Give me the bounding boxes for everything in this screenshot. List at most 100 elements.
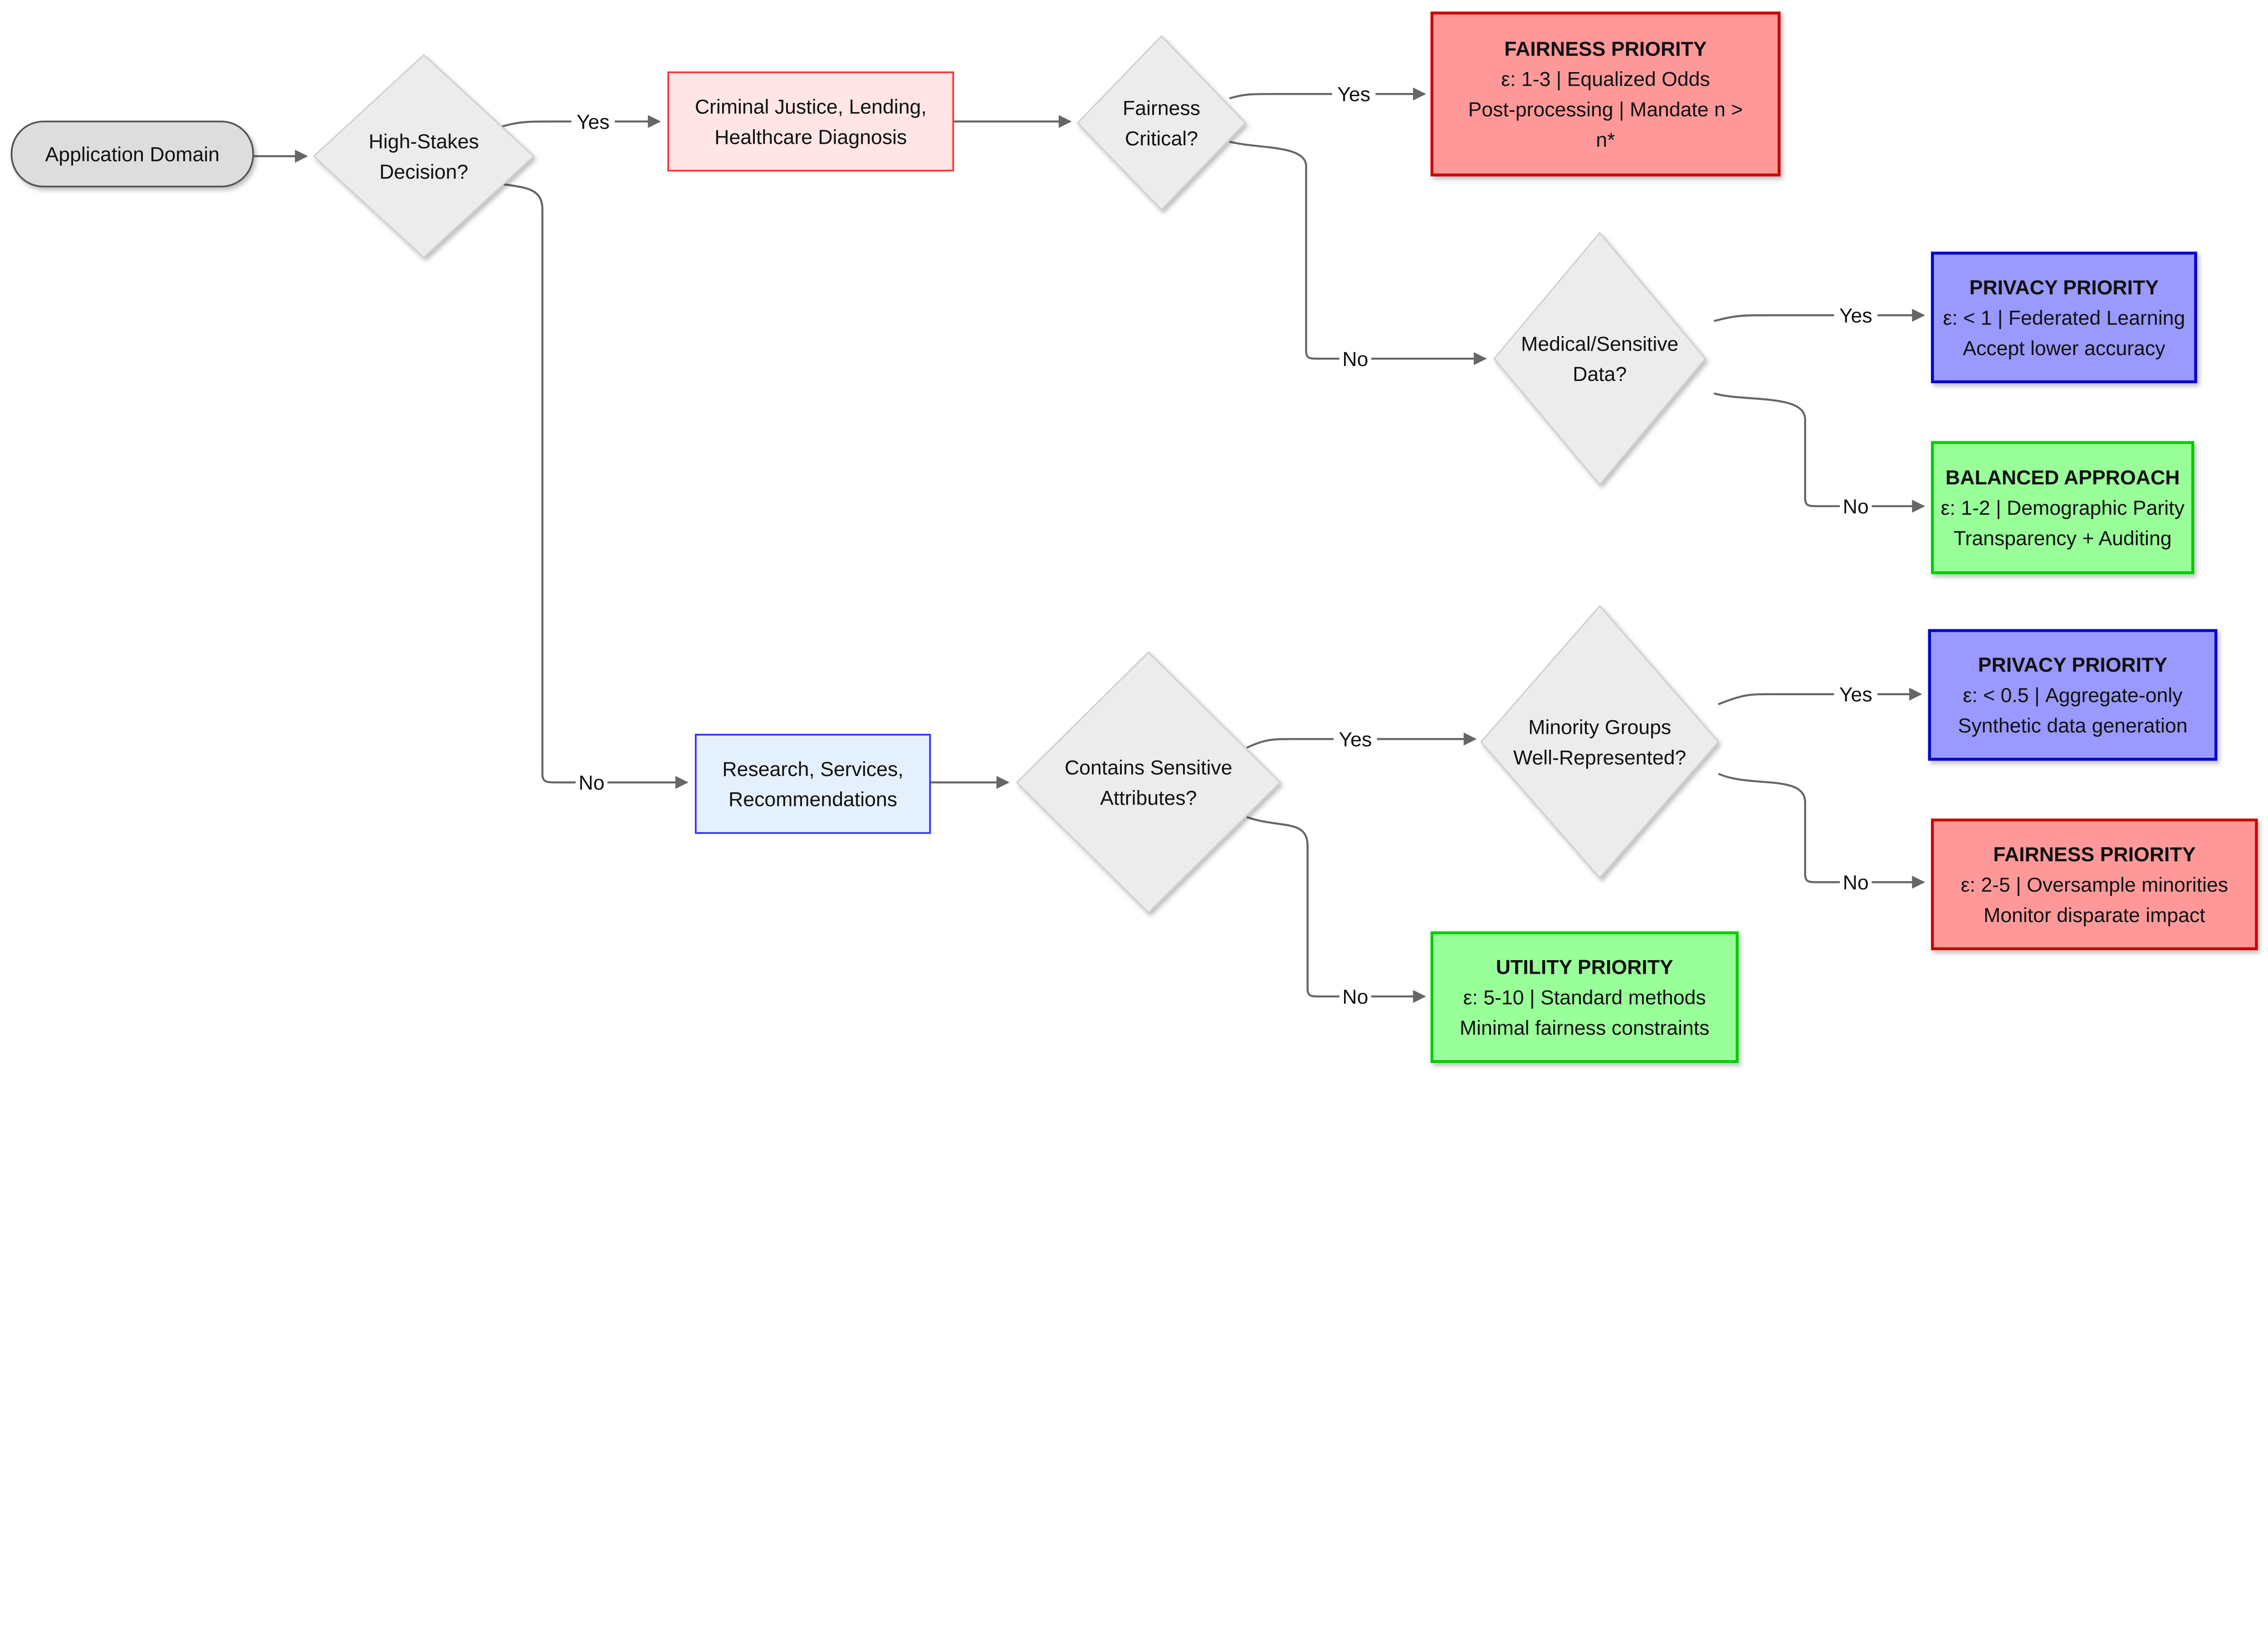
node-title: FAIRNESS PRIORITY — [1993, 844, 2196, 866]
node-title: BALANCED APPROACH — [1945, 467, 2180, 489]
outcome-box — [1430, 11, 1781, 177]
connector-arrow — [1718, 772, 1925, 889]
node-high-domains[interactable]: Criminal Justice, Lending, Healthcare Dia… — [667, 71, 954, 172]
edge-label-bg — [1834, 681, 1878, 708]
node-text: Minimal fairness constraints — [1460, 1017, 1710, 1040]
decision-diamond — [1480, 605, 1720, 879]
edge-label-bg — [576, 769, 608, 796]
edge-label: No — [579, 772, 605, 794]
edge-label: Yes — [1839, 305, 1872, 327]
node-text: Minority Groups — [1528, 716, 1671, 738]
node-text: n* — [1596, 129, 1615, 151]
node-text: ε: < 1 | Federated Learning — [1943, 307, 2185, 329]
connector-arrow — [1246, 816, 1426, 1003]
edge-fairness_critical-to-medical_sensitive: No — [1229, 141, 1487, 372]
node-text: Medical/Sensitive — [1521, 333, 1678, 355]
edge-label: Yes — [1839, 684, 1872, 706]
edge-medical_sensitive-to-privacy_priority_1: Yes — [1714, 302, 1925, 328]
outcome-box — [1430, 931, 1739, 1063]
edge-label-bg — [1339, 983, 1371, 1010]
connector-arrow — [1714, 308, 1925, 322]
edge-sensitive_attrs-to-utility_priority: No — [1246, 816, 1426, 1010]
decision-diamond — [313, 54, 535, 259]
edge-label-bg — [571, 108, 615, 135]
node-privacy-priority-2[interactable]: PRIVACY PRIORITY ε: < 0.5 | Aggregate-onl… — [1928, 629, 2218, 761]
node-utility-priority[interactable]: UTILITY PRIORITY ε: 5-10 | Standard metho… — [1430, 931, 1739, 1063]
decision-diamond — [1016, 651, 1281, 914]
connector-arrow — [1229, 141, 1487, 366]
node-text: Critical? — [1125, 127, 1198, 150]
node-text: ε: 1-2 | Demographic Parity — [1941, 497, 2185, 519]
node-text: Accept lower accuracy — [1963, 337, 2165, 360]
edge-label: Yes — [1339, 728, 1372, 751]
decision-diamond — [1076, 35, 1246, 211]
outcome-box — [1931, 251, 2197, 384]
edge-label: No — [1342, 348, 1368, 371]
node-privacy-priority-1[interactable]: PRIVACY PRIORITY ε: < 1 | Federated Learn… — [1931, 251, 2197, 384]
edge-label: Yes — [577, 111, 610, 133]
node-text: Synthetic data generation — [1958, 715, 2187, 737]
edge-minority_groups-to-privacy_priority_2: Yes — [1718, 681, 1922, 708]
connector-arrow — [1714, 392, 1925, 513]
node-balanced-approach[interactable]: BALANCED APPROACH ε: 1-2 | Demographic Pa… — [1931, 441, 2195, 574]
outcome-box — [1931, 818, 2258, 951]
node-text: Healthcare Diagnosis — [714, 126, 907, 148]
node-text: Data? — [1573, 363, 1627, 386]
connector-arrow — [1718, 688, 1922, 705]
node-title: UTILITY PRIORITY — [1496, 957, 1673, 979]
connector-arrow — [1229, 87, 1426, 101]
edge-medical_sensitive-to-balanced_approach: No — [1714, 392, 1925, 519]
process-box — [667, 71, 954, 172]
node-low-domains[interactable]: Research, Services,Recommendations — [694, 733, 931, 834]
outcome-box — [1931, 441, 2195, 574]
node-text: Recommendations — [728, 789, 897, 811]
node-text: Application Domain — [45, 144, 220, 166]
node-text: Criminal Justice, Lending, — [695, 96, 927, 118]
edge-label: Yes — [1337, 83, 1370, 106]
edge-label-bg — [1840, 869, 1872, 895]
node-text: Fairness — [1123, 98, 1200, 120]
node-fairness-priority-1[interactable]: FAIRNESS PRIORITY ε: 1-3 | Equalized Odds… — [1430, 11, 1781, 177]
node-text: ε: < 0.5 | Aggregate-only — [1963, 684, 2183, 707]
node-start[interactable]: Application Domain — [10, 120, 254, 188]
connector-arrow — [491, 181, 689, 789]
edge-label-bg — [1332, 81, 1376, 107]
edge-high_stakes-to-high_domains: Yes — [491, 108, 661, 135]
edge-label-bg — [1840, 493, 1872, 519]
node-text: ε: 5-10 | Standard methods — [1463, 987, 1706, 1009]
edge-sensitive_attrs-to-minority_groups: Yes — [1246, 726, 1477, 752]
node-title: PRIVACY PRIORITY — [1978, 654, 2168, 676]
edge-label-bg — [1334, 726, 1377, 752]
edge-high_stakes-to-low_domains: No — [491, 181, 689, 796]
node-text: ε: 2-5 | Oversample minorities — [1961, 874, 2228, 896]
terminal-box — [10, 120, 254, 188]
node-text: ε: 1-3 | Equalized Odds — [1501, 68, 1710, 91]
edge-minority_groups-to-fairness_priority_2: No — [1718, 772, 1925, 895]
node-text: Transparency + Auditing — [1954, 527, 2172, 550]
process-box — [694, 733, 931, 834]
decision-diamond — [1493, 231, 1706, 486]
edge-label: No — [1843, 872, 1869, 894]
node-fairness-priority-2[interactable]: FAIRNESS PRIORITY ε: 2-5 | Oversample min… — [1931, 818, 2258, 951]
node-title: FAIRNESS PRIORITY — [1504, 38, 1707, 60]
node-text: Attributes? — [1100, 787, 1197, 810]
node-title: PRIVACY PRIORITY — [1970, 277, 2159, 299]
edge-label: No — [1342, 986, 1368, 1008]
node-text: Well-Represented? — [1513, 747, 1686, 769]
edge-label-bg — [1834, 302, 1878, 328]
connector-arrow — [1246, 732, 1477, 749]
edge-label-bg — [1339, 346, 1371, 372]
node-text: Monitor disparate impact — [1984, 904, 2205, 927]
node-text: Post-processing | Mandate n > — [1468, 99, 1743, 121]
edge-fairness_critical-to-fairness_priority_1: Yes — [1229, 81, 1426, 107]
node-text: Contains Sensitive — [1065, 757, 1232, 779]
edge-label: No — [1843, 496, 1869, 518]
node-text: Decision? — [379, 161, 468, 183]
outcome-box — [1928, 629, 2218, 761]
